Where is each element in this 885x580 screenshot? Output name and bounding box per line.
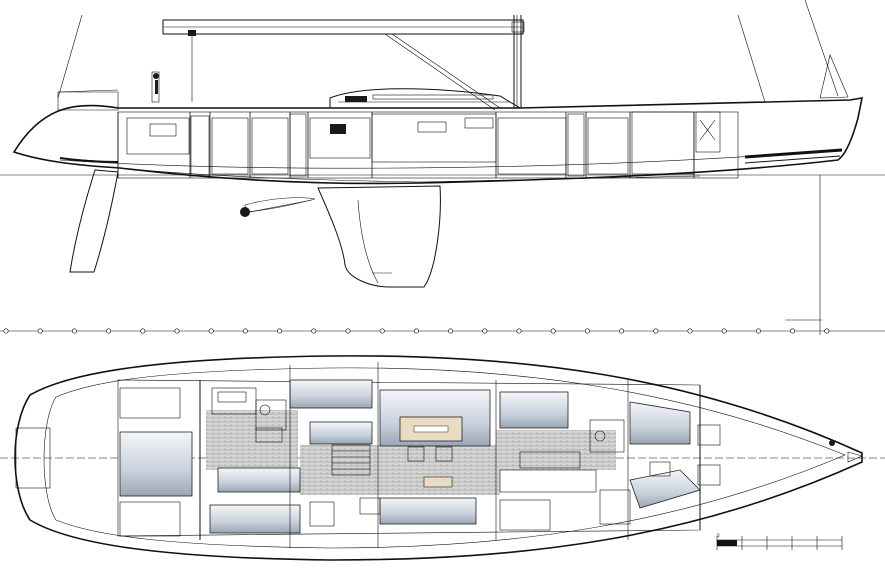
station-marker [413, 328, 419, 334]
profile-interior [117, 111, 739, 183]
station-marker [516, 328, 522, 334]
scale-bar: 0 [716, 533, 843, 550]
station-marker [37, 328, 43, 334]
lower-single-berth [217, 467, 301, 493]
station-marker [106, 328, 112, 334]
station-marker [3, 328, 9, 334]
station-marker [550, 328, 556, 334]
forward-cabin-berth [499, 391, 569, 429]
forestay [737, 14, 766, 103]
station-marker [311, 328, 317, 334]
backstay [57, 14, 83, 99]
stern-pulpit [57, 71, 160, 111]
rudder [69, 169, 119, 273]
boom [162, 19, 524, 111]
station-marker [721, 328, 727, 334]
deck-outline [14, 355, 863, 561]
station-marker [482, 328, 488, 334]
station-marker [448, 328, 454, 334]
station-marker [174, 328, 180, 334]
station-marker [208, 328, 214, 334]
station-marker [619, 328, 625, 334]
station-marker [790, 328, 796, 334]
scale-zero-label: 0 [717, 533, 720, 538]
station-marker [584, 328, 590, 334]
station-marker [653, 328, 659, 334]
station-marker [824, 328, 830, 334]
station-marker [379, 328, 385, 334]
station-marker [687, 328, 693, 334]
station-marker [140, 328, 146, 334]
mast [511, 15, 525, 108]
deck-house [329, 88, 522, 109]
keel [317, 185, 441, 288]
station-axis [0, 328, 885, 334]
plan-view [0, 355, 885, 561]
station-marker [277, 328, 283, 334]
station-marker [345, 328, 351, 334]
hull-profile [12, 97, 864, 185]
station-marker [755, 328, 761, 334]
station-marker [242, 328, 248, 334]
upper-single-berth [289, 379, 373, 409]
companionway-steps [331, 444, 371, 476]
side-profile [0, 0, 885, 335]
station-marker [71, 328, 77, 334]
aft-double-berth [119, 431, 193, 497]
